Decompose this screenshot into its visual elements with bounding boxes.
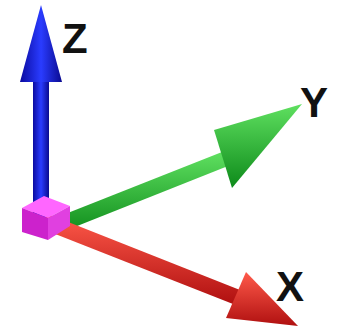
- y-axis-arrow: [45, 104, 302, 236]
- x-axis-arrow: [40, 214, 298, 326]
- origin-cube: [22, 196, 70, 240]
- z-axis-label: Z: [62, 18, 88, 60]
- z-axis-arrow: [20, 5, 62, 230]
- y-axis-label: Y: [300, 82, 328, 124]
- x-axis-label: X: [276, 266, 304, 308]
